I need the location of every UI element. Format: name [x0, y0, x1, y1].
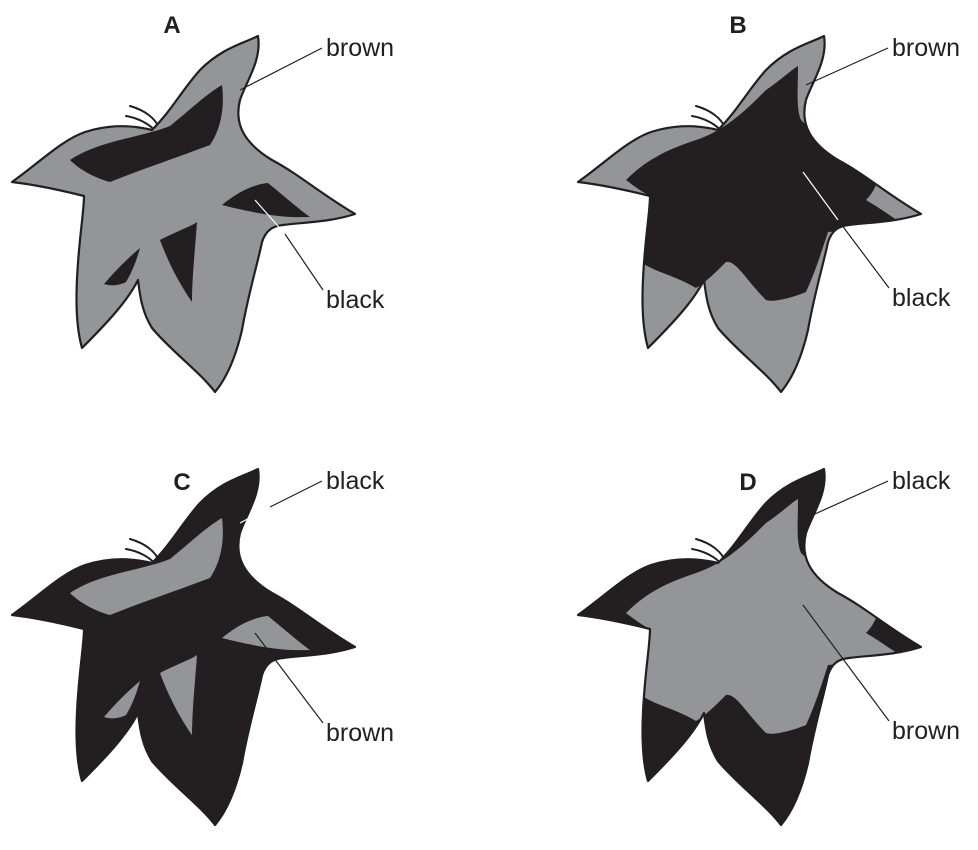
leader-line: [270, 481, 322, 507]
callout-label-top: brown: [326, 34, 394, 62]
panel-a: A brown black: [12, 12, 394, 392]
callout-label-bottom: brown: [326, 719, 394, 747]
callout-label-bottom: brown: [892, 717, 960, 745]
black-center: [626, 66, 906, 301]
panel-b: B brown black: [578, 12, 960, 392]
panel-letter: B: [729, 12, 746, 39]
leaf: [12, 469, 355, 825]
leaf: [12, 36, 355, 392]
leaf: [578, 469, 921, 825]
callout-label-top: black: [892, 467, 951, 495]
brown-center: [626, 499, 906, 734]
leaf: [578, 36, 921, 392]
panel-c: C black brown: [12, 467, 394, 825]
panel-letter: A: [163, 12, 180, 39]
callout-label-bottom: black: [892, 284, 951, 312]
callout-label-bottom: black: [326, 286, 385, 314]
callout-label-top: brown: [892, 34, 960, 62]
callout-label-top: black: [326, 467, 385, 495]
panel-letter: D: [739, 469, 756, 496]
leader-line: [838, 220, 889, 288]
panel-letter: C: [173, 469, 190, 496]
panel-d: D black brown: [578, 467, 960, 825]
leader-line: [285, 234, 323, 290]
